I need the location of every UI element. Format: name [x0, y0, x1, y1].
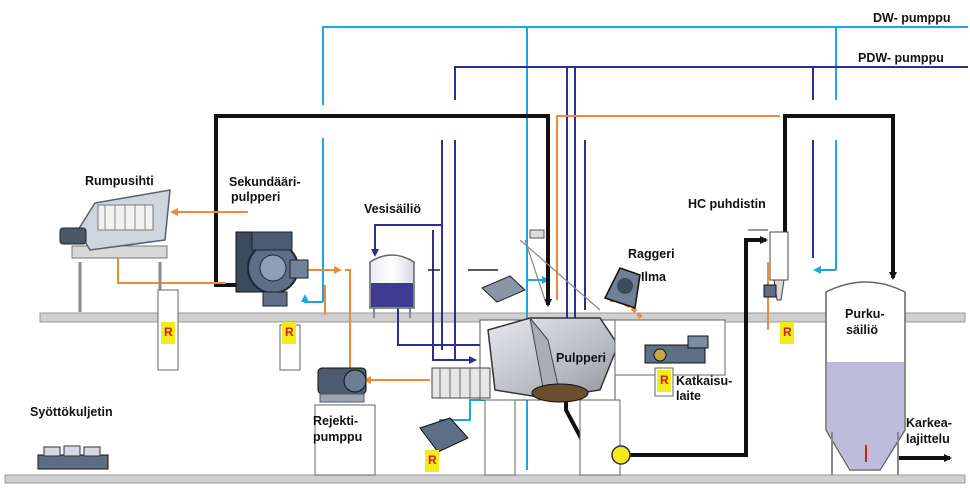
- label-discharge-tank-1: Purku-: [845, 307, 885, 321]
- lower-floor: [4, 474, 966, 484]
- pulper-screen-icon: [419, 367, 491, 453]
- label-discharge-tank-2: säiliö: [846, 323, 878, 337]
- ragger-icon: [603, 267, 641, 309]
- reject-marker-icon: R: [425, 450, 439, 472]
- ragger-top-icon: [481, 275, 526, 303]
- pdw-pump-line: [371, 66, 968, 364]
- reject-marker-icon: R: [657, 370, 671, 392]
- water-tank-icon: [369, 254, 415, 318]
- feed-conveyor-icon: [37, 445, 109, 470]
- label-air: Ilma: [641, 270, 667, 284]
- valve-icon: [611, 445, 631, 465]
- discharge-tank-icon: [825, 281, 906, 475]
- drum-screen-icon: [59, 189, 171, 312]
- label-pdw-pump: PDW- pumppu: [858, 51, 944, 65]
- cutter-icon: [644, 335, 709, 364]
- label-secondary-pulper-1: Sekundääri-: [229, 175, 301, 189]
- reject-marker-1: R: [164, 325, 173, 339]
- label-coarse-screening-2: lajittelu: [906, 432, 950, 446]
- reject-pump-icon: [314, 367, 376, 476]
- hc-cleaner-icon: [748, 229, 789, 301]
- label-dw-pump: DW- pumppu: [873, 11, 951, 25]
- label-reject-pump-2: pumppu: [313, 430, 362, 444]
- pulper-support: [579, 399, 621, 476]
- label-cutter-1: Katkaisu-: [676, 374, 732, 388]
- label-pulper: Pulpperi: [556, 351, 606, 365]
- pulper-base: [484, 399, 516, 476]
- reject-marker-icon: R: [780, 322, 794, 344]
- label-water-tank: Vesisäiliö: [364, 202, 421, 216]
- secondary-pulper-icon: [235, 231, 309, 307]
- label-reject-pump-1: Rejekti-: [313, 414, 358, 428]
- reject-marker-5: R: [783, 325, 792, 339]
- reject-marker-2: R: [285, 325, 294, 339]
- reject-marker-4: R: [660, 373, 669, 387]
- label-cutter-2: laite: [676, 389, 701, 403]
- label-coarse-screening-1: Karkea-: [906, 416, 952, 430]
- reject-marker-icon: R: [161, 322, 175, 344]
- reject-marker-3: R: [428, 453, 437, 467]
- label-ragger: Raggeri: [628, 247, 675, 261]
- label-secondary-pulper-2: pulpperi: [231, 190, 280, 204]
- label-drum-screen: Rumpusihti: [85, 174, 154, 188]
- label-feed-conveyor: Syöttökuljetin: [30, 405, 113, 419]
- label-hc-cleaner: HC puhdistin: [688, 197, 766, 211]
- reject-marker-icon: R: [282, 322, 296, 344]
